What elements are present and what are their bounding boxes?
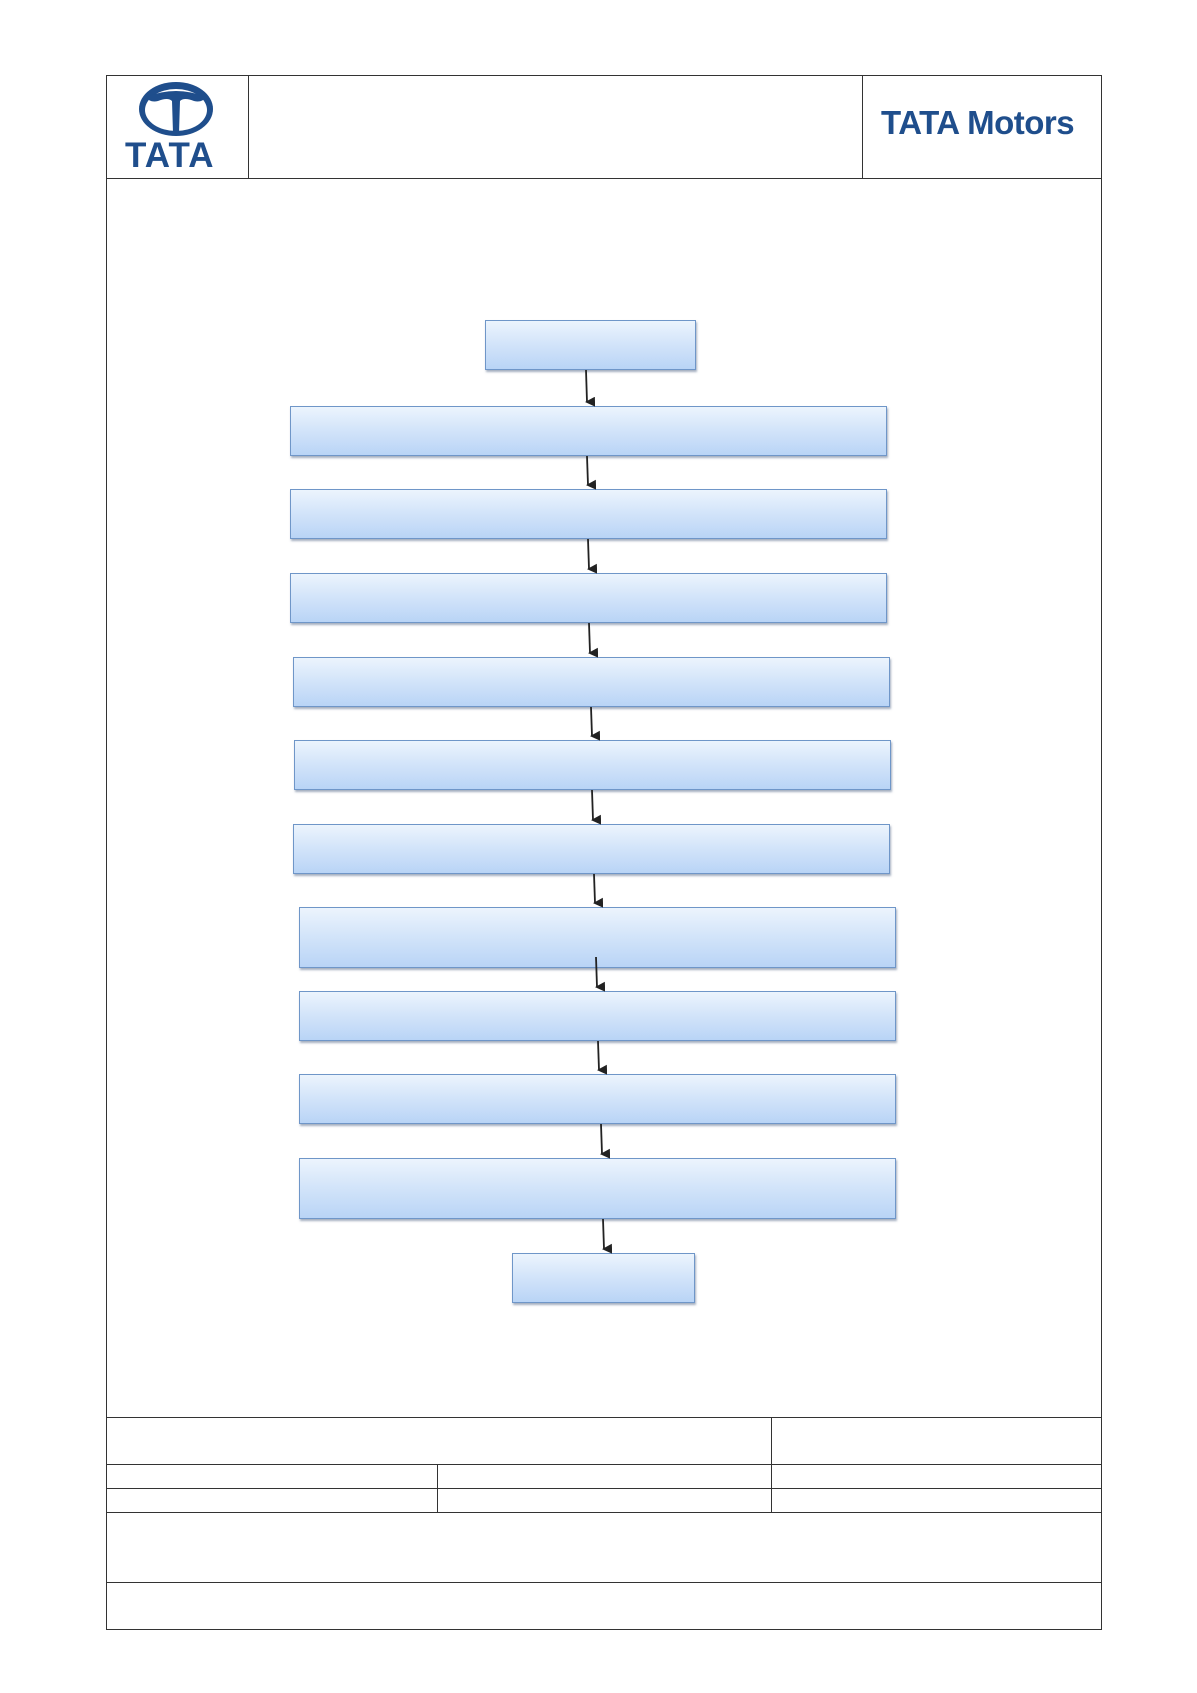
header-title-cell <box>249 76 863 178</box>
footer-table <box>106 1417 1102 1630</box>
body-frame <box>106 179 1102 1417</box>
footer-divider-h4 <box>107 1582 1101 1583</box>
flow-arrow-11 <box>602 1218 613 1254</box>
flow-arrow-9 <box>597 1040 608 1075</box>
footer-divider-v1 <box>771 1418 772 1512</box>
flow-step-9 <box>299 991 896 1041</box>
flow-arrow-8 <box>595 956 606 992</box>
flow-arrow-6 <box>591 789 602 825</box>
flow-step-5 <box>293 657 890 707</box>
flow-arrow-10 <box>600 1123 611 1159</box>
flow-step-4 <box>290 573 887 623</box>
tata-emblem-icon <box>139 82 213 136</box>
flow-step-11 <box>299 1158 896 1219</box>
flow-step-1 <box>485 320 696 370</box>
flow-step-6 <box>294 740 891 790</box>
flow-arrow-4 <box>588 622 599 658</box>
flow-arrow-3 <box>587 538 598 574</box>
flow-arrow-1 <box>585 369 596 407</box>
flow-step-10 <box>299 1074 896 1124</box>
footer-divider-h3 <box>107 1512 1101 1513</box>
header-table: TATA TATA Motors <box>106 75 1102 179</box>
brand-cell: TATA Motors <box>863 76 1101 178</box>
footer-divider-h1 <box>107 1464 1101 1465</box>
flow-arrow-5 <box>590 706 601 741</box>
flow-arrow-2 <box>586 455 597 490</box>
brand-name: TATA Motors <box>881 104 1075 141</box>
tata-wordmark: TATA <box>125 136 215 175</box>
flow-step-2 <box>290 406 887 456</box>
flow-arrow-7 <box>593 873 604 908</box>
logo-cell: TATA <box>107 76 249 178</box>
footer-divider-h2 <box>107 1488 1101 1489</box>
flow-step-7 <box>293 824 890 874</box>
